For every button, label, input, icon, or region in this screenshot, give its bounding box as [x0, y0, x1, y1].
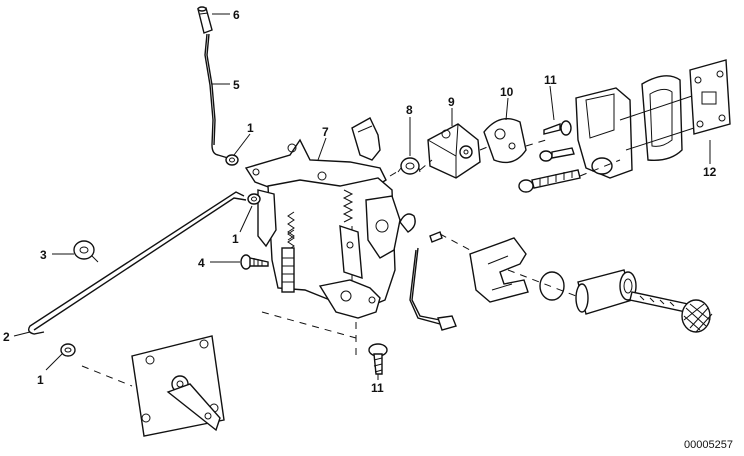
- part-1-clip-lower: [60, 343, 76, 357]
- striker-bracket: [575, 75, 695, 179]
- lock-cylinder-assembly: [409, 231, 713, 333]
- callout-10: 10: [500, 85, 514, 99]
- callout-7: 7: [322, 125, 329, 139]
- assembly-guide-lines: [81, 139, 621, 387]
- part-10-guide-piece: [483, 118, 527, 164]
- part-11-screws-upper: [518, 120, 581, 193]
- callout-leaders: [13, 13, 711, 380]
- callout-1: 1: [247, 121, 254, 135]
- part-4-screw: [240, 254, 269, 270]
- part-3-grommet: [73, 240, 99, 263]
- callout-11: 11: [544, 73, 557, 87]
- diagram-code: 00005257: [684, 439, 733, 451]
- part-5-lock-rod: [204, 33, 229, 159]
- callout-labels: 6 5 1 7 8 9 10 11 12 1 3 4 2 1 11: [3, 8, 717, 395]
- part-8-bushing: [397, 157, 421, 175]
- callout-6: 6: [233, 8, 240, 22]
- part-12-striker-plate: [689, 59, 731, 135]
- callout-3: 3: [40, 248, 47, 262]
- callout-8: 8: [406, 103, 413, 117]
- callout-5: 5: [233, 78, 240, 92]
- part-7-lock-mechanism: [244, 117, 416, 319]
- callout-11: 11: [371, 381, 384, 395]
- callout-1: 1: [232, 232, 239, 246]
- part-11-screw-lower: [368, 343, 388, 375]
- part-1-clip-middle: [247, 193, 261, 205]
- remote-control-bracket: [131, 335, 225, 437]
- part-9-guide-block: [427, 123, 481, 179]
- callout-1: 1: [37, 373, 44, 387]
- callout-4: 4: [198, 256, 205, 270]
- part-6-lock-knob: [197, 6, 213, 34]
- part-1-clip-upper: [225, 154, 239, 166]
- callout-9: 9: [448, 95, 455, 109]
- callout-2: 2: [3, 330, 10, 344]
- part-2-connecting-rod: [27, 191, 247, 335]
- callout-12: 12: [703, 165, 717, 179]
